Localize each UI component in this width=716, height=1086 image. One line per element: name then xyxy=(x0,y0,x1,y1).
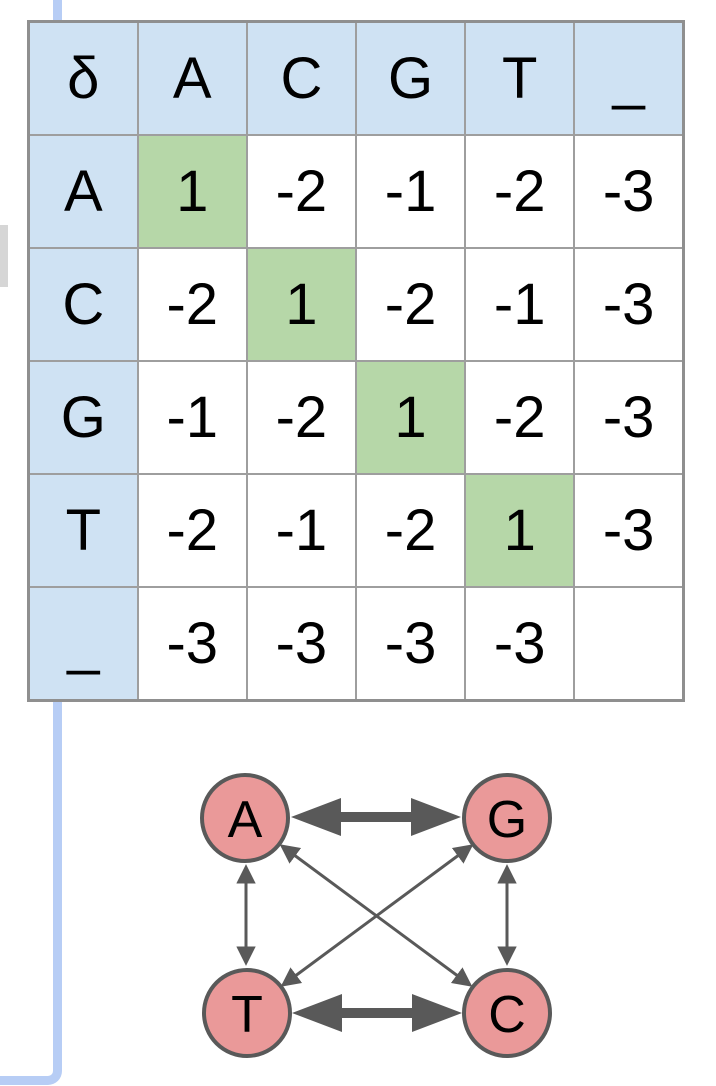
matrix-cell-T-T[interactable]: 1 xyxy=(464,473,576,588)
matrix-cell-gap-A[interactable]: -3 xyxy=(136,586,248,702)
matrix-row-header-G[interactable]: G xyxy=(27,360,139,475)
node-A-label: A xyxy=(228,791,263,849)
matrix-row-header-C[interactable]: C xyxy=(27,247,139,362)
matrix-col-header-G[interactable]: G xyxy=(354,20,467,136)
matrix-cell-T-gap[interactable]: -3 xyxy=(573,473,685,588)
matrix-row-header-A[interactable]: A xyxy=(27,134,139,249)
node-G[interactable]: G xyxy=(462,773,552,863)
matrix-col-header-C[interactable]: C xyxy=(245,20,357,136)
node-A[interactable]: A xyxy=(200,773,290,863)
matrix-cell-C-gap[interactable]: -3 xyxy=(573,247,685,362)
matrix-cell-G-C[interactable]: -2 xyxy=(245,360,357,475)
node-T-label: T xyxy=(231,986,263,1044)
matrix-cell-C-T[interactable]: -1 xyxy=(464,247,576,362)
matrix-cell-T-A[interactable]: -2 xyxy=(136,473,248,588)
matrix-header-row: δ A C G T _ xyxy=(27,20,685,136)
matrix-cell-gap-C[interactable]: -3 xyxy=(245,586,357,702)
matrix-cell-A-C[interactable]: -2 xyxy=(245,134,357,249)
matrix-corner-cell[interactable]: δ xyxy=(27,20,139,136)
matrix-cell-gap-gap[interactable] xyxy=(573,586,685,702)
matrix-row-T: T -2 -1 -2 1 -3 xyxy=(27,473,685,588)
matrix-cell-G-gap[interactable]: -3 xyxy=(573,360,685,475)
matrix-cell-A-gap[interactable]: -3 xyxy=(573,134,685,249)
matrix-cell-T-G[interactable]: -2 xyxy=(354,473,467,588)
matrix-cell-A-A[interactable]: 1 xyxy=(136,134,248,249)
matrix-cell-C-G[interactable]: -2 xyxy=(354,247,467,362)
matrix-row-C: C -2 1 -2 -1 -3 xyxy=(27,247,685,362)
node-T[interactable]: T xyxy=(202,968,292,1058)
matrix-col-header-T[interactable]: T xyxy=(464,20,576,136)
substitution-matrix-table[interactable]: δ A C G T _ A 1 -2 -1 -2 -3 C -2 1 -2 -1… xyxy=(27,20,685,702)
matrix-row-G: G -1 -2 1 -2 -3 xyxy=(27,360,685,475)
matrix-col-header-A[interactable]: A xyxy=(136,20,248,136)
node-C-label: C xyxy=(488,986,526,1044)
matrix-cell-G-T[interactable]: -2 xyxy=(464,360,576,475)
matrix-cell-T-C[interactable]: -1 xyxy=(245,473,357,588)
matrix-cell-A-G[interactable]: -1 xyxy=(354,134,467,249)
node-G-label: G xyxy=(487,791,527,849)
node-C[interactable]: C xyxy=(462,968,552,1058)
matrix-col-header-gap[interactable]: _ xyxy=(573,20,685,136)
edge-T-C-thick-arrow xyxy=(292,994,462,1032)
matrix-row-header-T[interactable]: T xyxy=(27,473,139,588)
matrix-cell-gap-T[interactable]: -3 xyxy=(464,586,576,702)
matrix-cell-C-A[interactable]: -2 xyxy=(136,247,248,362)
matrix-cell-C-C[interactable]: 1 xyxy=(245,247,357,362)
left-edge-scrollbar-thumb[interactable] xyxy=(0,225,8,287)
matrix-row-gap: _ -3 -3 -3 -3 xyxy=(27,586,685,702)
matrix-row-header-gap[interactable]: _ xyxy=(27,586,139,702)
matrix-row-A: A 1 -2 -1 -2 -3 xyxy=(27,134,685,249)
matrix-cell-gap-G[interactable]: -3 xyxy=(354,586,467,702)
matrix-cell-G-A[interactable]: -1 xyxy=(136,360,248,475)
edge-G-T-arrow xyxy=(280,844,474,987)
edge-A-G-thick-arrow xyxy=(291,798,461,836)
matrix-cell-G-G[interactable]: 1 xyxy=(354,360,467,475)
matrix-cell-A-T[interactable]: -2 xyxy=(464,134,576,249)
